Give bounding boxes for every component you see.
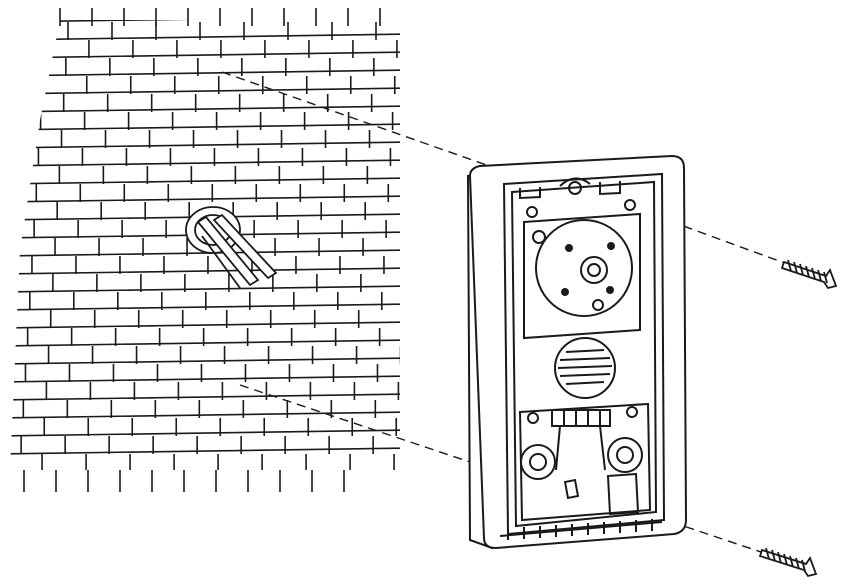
cable-wires xyxy=(196,213,278,289)
top-clips xyxy=(519,177,621,200)
speaker-grille xyxy=(554,337,616,399)
guide-line-lower-wall xyxy=(239,384,471,463)
mounting-screw-lower xyxy=(758,547,818,578)
intercom-back-box xyxy=(466,154,688,550)
brick-wall-panel xyxy=(10,8,400,492)
mounting-bosses xyxy=(520,437,643,516)
mounting-screw-upper xyxy=(780,259,838,290)
bottom-ribs xyxy=(499,519,663,540)
terminal-block xyxy=(527,406,638,471)
camera-module xyxy=(523,212,641,340)
cable-entry-grommet xyxy=(185,206,278,289)
guide-line-upper-wall xyxy=(221,71,516,176)
